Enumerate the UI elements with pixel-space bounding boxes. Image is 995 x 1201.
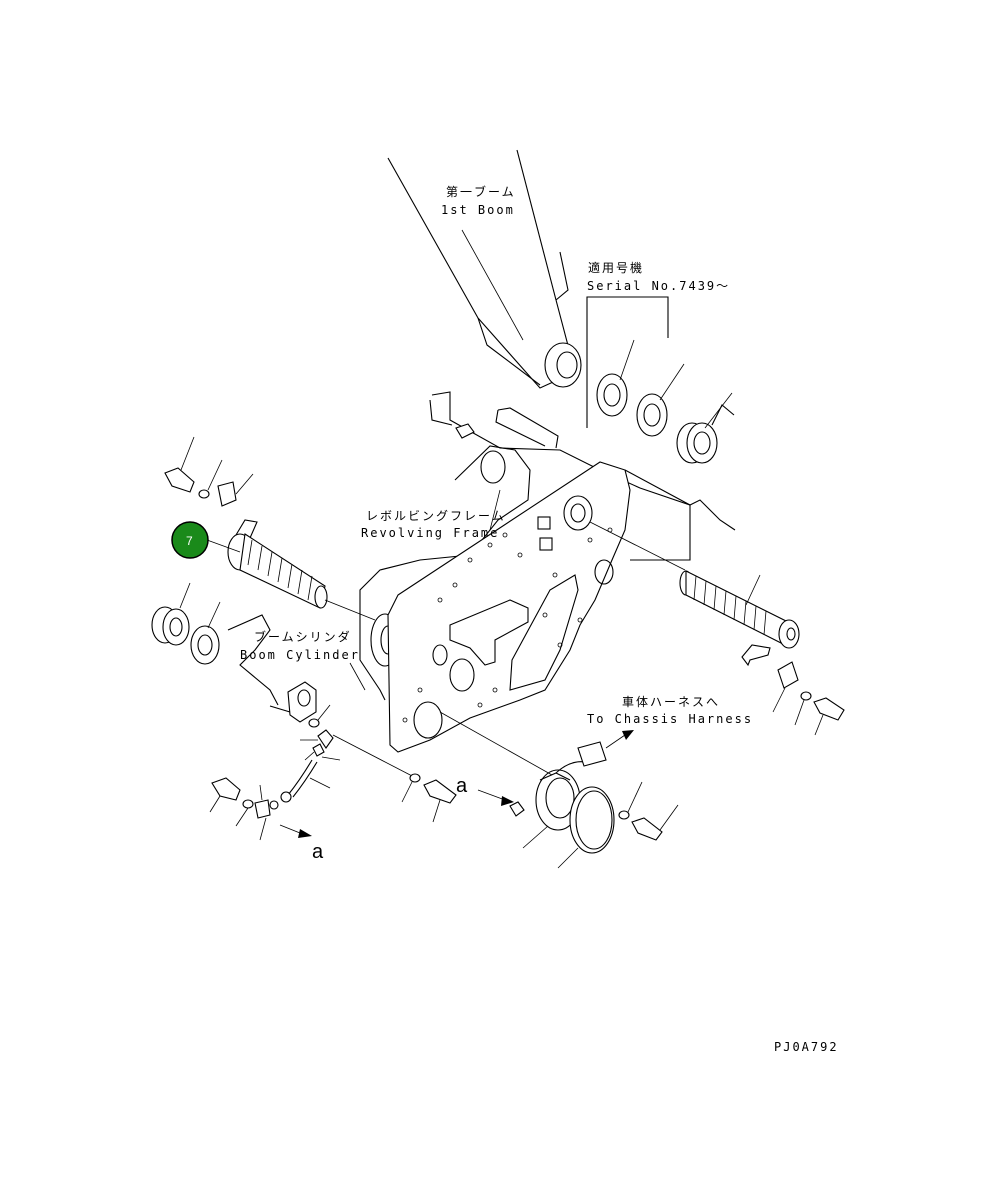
harness-label-jp: 車体ハーネスへ [622, 695, 720, 709]
callout-circle[interactable] [171, 521, 209, 559]
label-leaders [349, 489, 501, 691]
right-pin-assembly [589, 521, 845, 736]
boom-label-jp: 第一ブーム [446, 184, 516, 199]
part-callout[interactable]: 7 [171, 521, 209, 559]
frame-label-jp: レボルビングフレーム [366, 509, 506, 523]
left-pin-assembly [151, 436, 376, 665]
reference-a-lower: a [312, 841, 324, 863]
serial-applicability-box [586, 296, 735, 464]
callout-number[interactable]: 7 [186, 534, 193, 548]
rotary-sensor [439, 711, 679, 869]
revolving-frame [359, 391, 736, 753]
drawing-code: PJ0A792 [774, 1040, 839, 1054]
frame-label-en: Revolving Frame [361, 526, 499, 540]
reference-a-upper: a [456, 775, 468, 797]
boom-label-en: 1st Boom [441, 203, 515, 217]
first-boom [387, 149, 582, 389]
cylinder-label-en: Boom Cylinder [240, 648, 360, 662]
boom-cylinder [227, 614, 317, 723]
harness-label-en: To Chassis Harness [587, 712, 753, 726]
cylinder-label-jp: ブームシリンダ [254, 629, 352, 644]
serial-label-jp: 適用号機 [588, 260, 644, 275]
sensor-assembly [209, 704, 457, 841]
serial-label-en: Serial No.7439～ [587, 279, 730, 293]
